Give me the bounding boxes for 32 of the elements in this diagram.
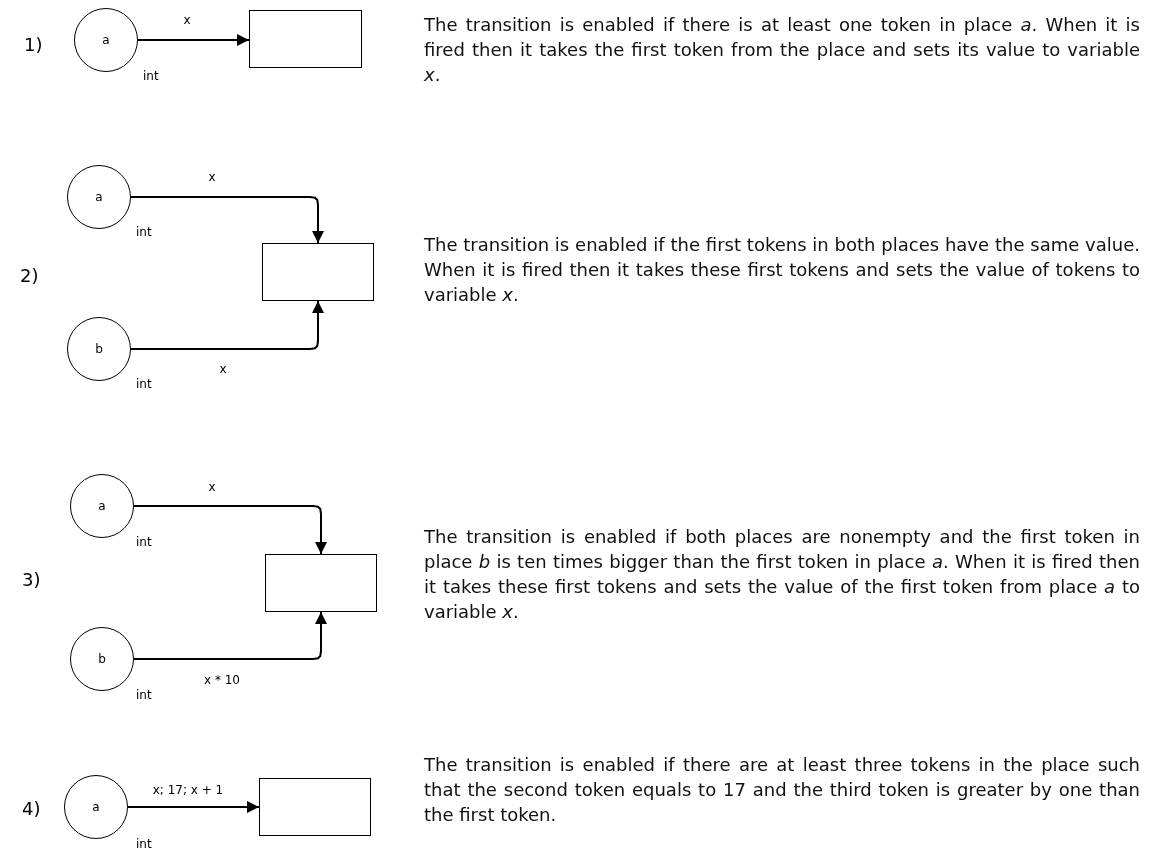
type-label: int — [136, 225, 152, 239]
item-number: 3) — [22, 569, 41, 590]
transition-box — [249, 10, 362, 68]
type-label: int — [136, 377, 152, 391]
description-paragraph: The transition is enabled if there are at least three tokens in the place such that the second token equals to 17 and the third token is greater by one than the first token. — [424, 753, 1140, 827]
place-name: a — [102, 33, 110, 47]
description-paragraph: The transition is enabled if there is at least one token in place a. When it is fired then it takes the first token from the place and sets its value to variable x. — [424, 13, 1140, 87]
place-name: a — [92, 800, 100, 814]
arrow — [127, 801, 260, 813]
transition-box — [262, 243, 374, 301]
arrow — [130, 196, 324, 244]
transition-box — [259, 778, 371, 836]
item-number: 2) — [20, 265, 39, 286]
arrow — [137, 34, 250, 46]
place-name: a — [98, 499, 106, 513]
type-label: int — [143, 69, 159, 83]
place-name: b — [95, 342, 103, 356]
item-number: 1) — [24, 34, 43, 55]
description-paragraph: The transition is enabled if both places are nonempty and the first token in place b is ten times bigger than the first token in place a. When it is fired then it takes these first tokens and sets the value of the first token from place a to variable x. — [424, 525, 1140, 624]
arrow — [133, 611, 327, 660]
type-label: int — [136, 535, 152, 549]
edge-label: x; 17; x + 1 — [150, 783, 226, 797]
description-paragraph: The transition is enabled if the first tokens in both places have the same value. When it is fired then it takes these first tokens and sets the value of tokens to variable x. — [424, 233, 1140, 307]
place-name: b — [98, 652, 106, 666]
edge-label: x * 10 — [202, 673, 242, 687]
arrow — [130, 300, 324, 350]
place-name: a — [95, 190, 103, 204]
arrow — [133, 505, 327, 555]
type-label: int — [136, 688, 152, 702]
type-label: int — [136, 837, 152, 851]
transition-box — [265, 554, 377, 612]
item-number: 4) — [22, 798, 41, 819]
